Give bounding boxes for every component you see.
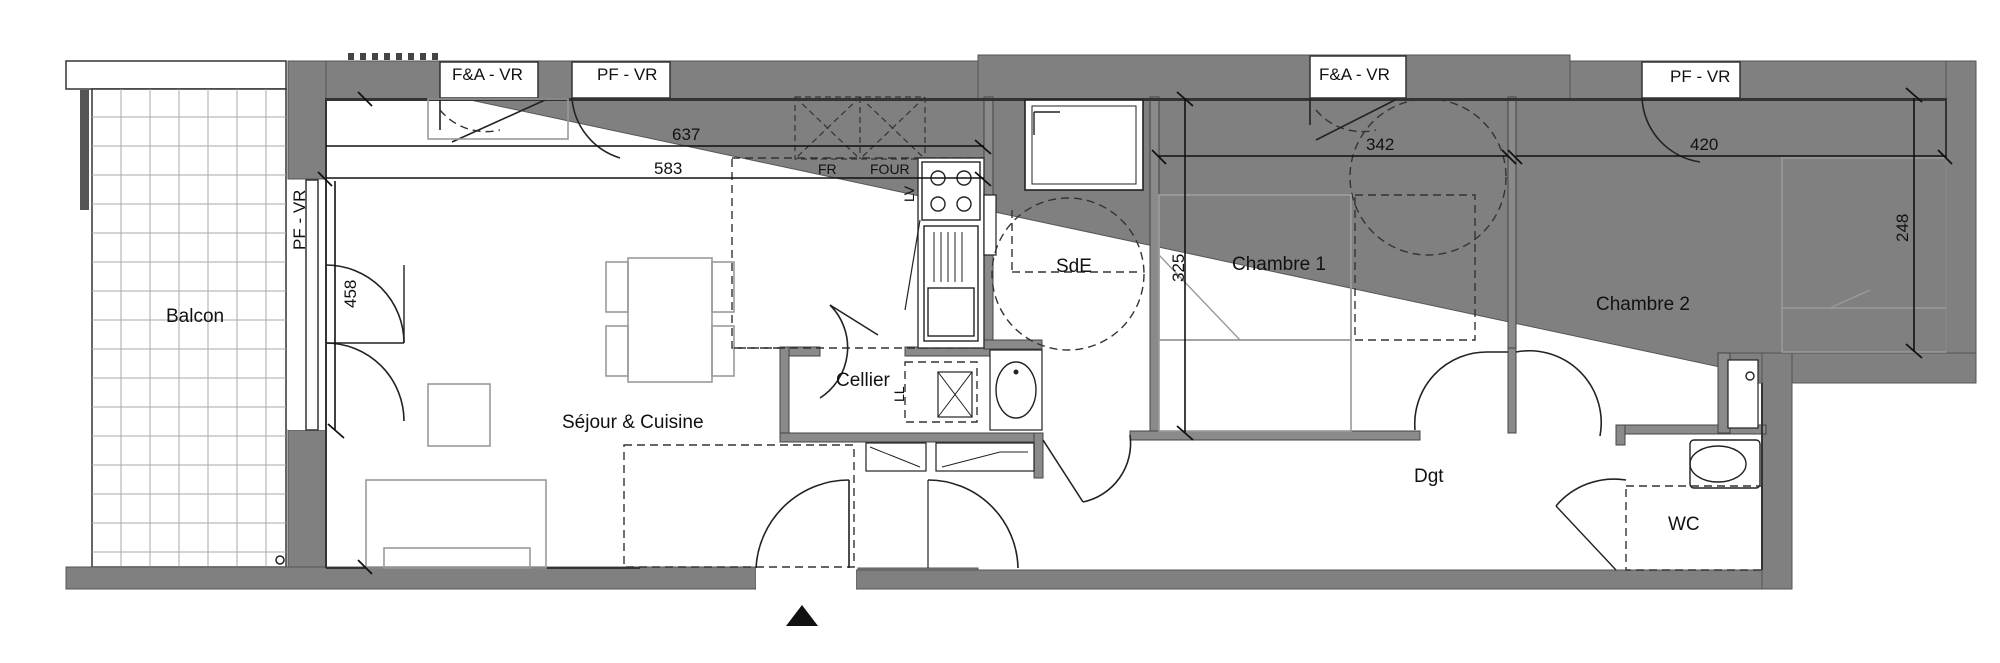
window-swings — [439, 97, 1701, 256]
bathroom — [989, 99, 1145, 503]
wc — [1555, 359, 1763, 571]
room-label-cellier: Cellier — [836, 370, 891, 391]
room-label-chambre-2: Chambre 2 — [1596, 294, 1690, 315]
appliance-labels: FR FOUR LV LL — [818, 161, 917, 402]
bedroom-2 — [1515, 157, 1947, 437]
dimension-583: 583 — [654, 159, 682, 178]
washer-label: LL — [891, 386, 907, 402]
room-label-wc: WC — [1668, 514, 1700, 535]
room-label-dgt: Dgt — [1414, 466, 1444, 487]
window-label-fa-vr-1: F&A - VR — [452, 65, 523, 84]
dimension-458: 458 — [341, 280, 360, 308]
balcony-door — [325, 264, 405, 422]
dimension-248: 248 — [1893, 214, 1912, 242]
dimension-342: 342 — [1366, 135, 1394, 154]
furniture — [365, 257, 855, 569]
room-label-balcon: Balcon — [166, 306, 224, 327]
window-openings — [288, 55, 1741, 590]
dimension-lines — [317, 87, 1953, 575]
window-label-pf-vr-balcony: PF - VR — [290, 190, 309, 250]
fridge-label: FR — [818, 161, 837, 177]
balcony-area — [65, 60, 287, 568]
room-labels: Balcon Séjour & Cuisine Cellier SdE Cham… — [166, 254, 1700, 535]
dimension-637: 637 — [672, 125, 700, 144]
cellier — [865, 361, 1035, 569]
room-label-sde: SdE — [1056, 256, 1092, 277]
window-label-fa-vr-2: F&A - VR — [1319, 65, 1390, 84]
dishwasher-label: LV — [901, 185, 917, 202]
bedroom-1 — [1158, 194, 1508, 432]
room-label-chambre-1: Chambre 1 — [1232, 254, 1326, 275]
outer-walls — [65, 53, 1977, 590]
kitchen — [427, 96, 997, 349]
window-label-pf-vr-1: PF - VR — [597, 65, 657, 84]
cellier-door — [819, 304, 879, 399]
room-label-sejour-cuisine: Séjour & Cuisine — [562, 412, 704, 433]
dimension-labels: 637 583 458 325 342 420 248 — [341, 125, 1912, 308]
entrance-arrow-icon — [786, 605, 818, 626]
entrance-door — [755, 479, 850, 626]
dimension-420: 420 — [1690, 135, 1718, 154]
dimension-325: 325 — [1169, 254, 1188, 282]
window-labels: F&A - VR PF - VR F&A - VR PF - VR PF - V… — [290, 65, 1730, 250]
window-label-pf-vr-2: PF - VR — [1670, 67, 1730, 86]
oven-label: FOUR — [870, 161, 910, 177]
